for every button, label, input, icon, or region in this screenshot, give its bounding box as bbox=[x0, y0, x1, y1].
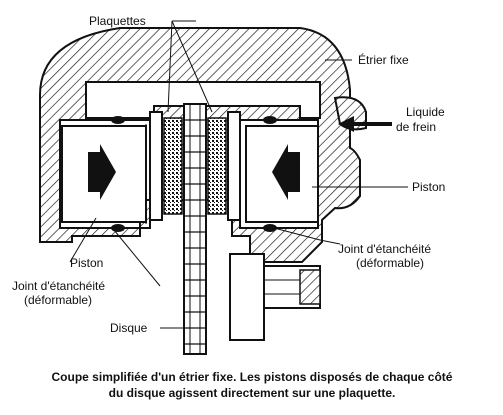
label-plaquettes: Plaquettes bbox=[89, 14, 146, 28]
label-etrier-fixe: Étrier fixe bbox=[358, 52, 409, 67]
label-joint-right-line2: (déformable) bbox=[356, 256, 424, 270]
label-liquide-line1: Liquide bbox=[406, 105, 445, 119]
brake-disc bbox=[183, 103, 207, 355]
left-piston bbox=[61, 124, 147, 224]
label-liquide-line2: de frein bbox=[396, 120, 436, 134]
brake-pads bbox=[149, 111, 241, 221]
mounting-bolt bbox=[229, 253, 321, 341]
caption-line2: du disque agissent directement sur une p… bbox=[109, 386, 396, 400]
label-joint-left-line1: Joint d'étanchéité bbox=[12, 279, 105, 293]
caption-line1: Coupe simplifiée d'un étrier fixe. Les p… bbox=[52, 370, 453, 384]
seals bbox=[111, 116, 277, 232]
leader-lines bbox=[69, 20, 408, 329]
right-piston bbox=[245, 125, 319, 223]
label-piston-right: Piston bbox=[412, 180, 445, 194]
label-piston-left: Piston bbox=[70, 256, 103, 270]
fluid-inlet-arrow bbox=[338, 116, 392, 132]
label-joint-right-line1: Joint d'étanchéité bbox=[338, 242, 431, 256]
label-disque: Disque bbox=[110, 321, 148, 335]
label-joint-left-line2: (déformable) bbox=[24, 293, 92, 307]
fluid-channel bbox=[85, 81, 321, 118]
